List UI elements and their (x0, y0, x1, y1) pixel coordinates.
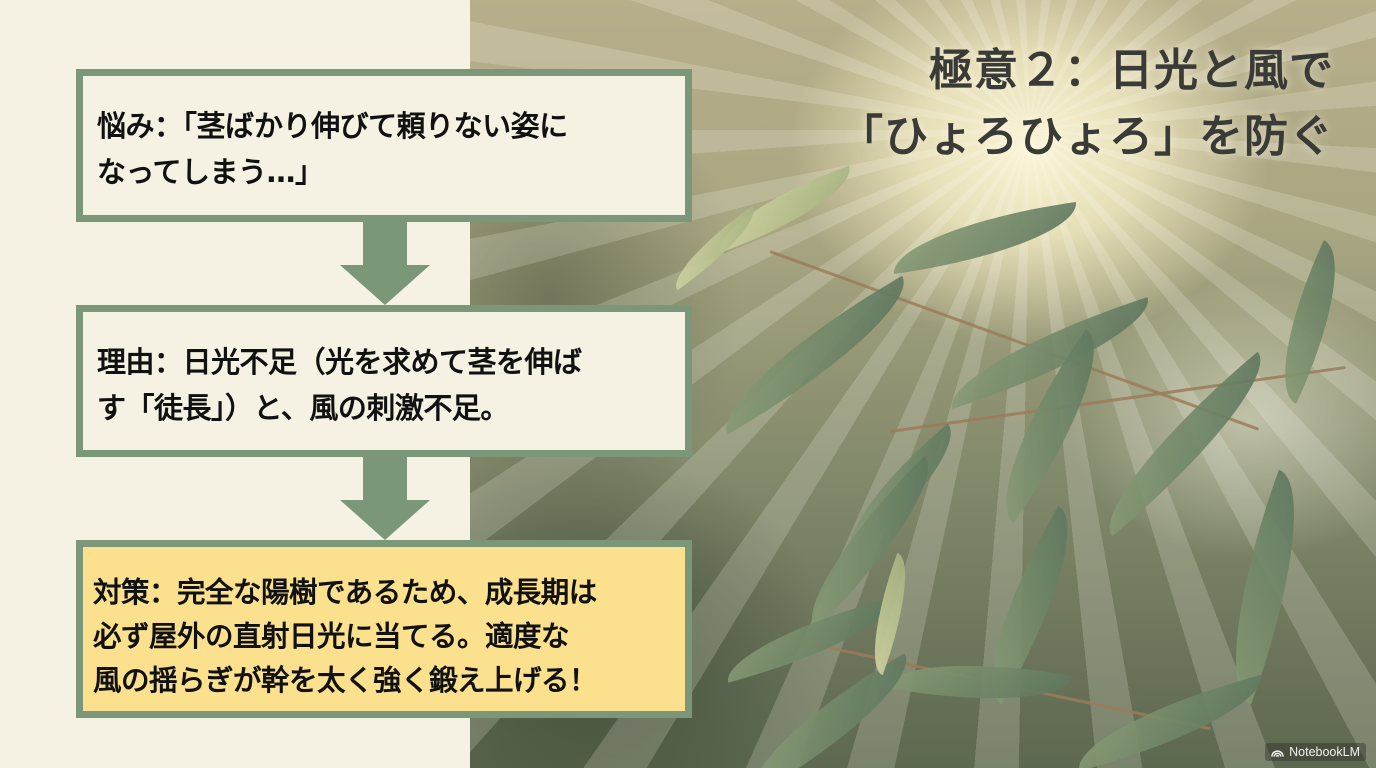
solution-text-line-1: 対策：完全な陽樹であるため、成長期は (93, 576, 597, 609)
reason-text-line-1: 理由：日光不足（光を求めて茎を伸ば (97, 345, 582, 379)
reason-text-line-2: す「徒長」）と、風の刺激不足。 (97, 391, 509, 425)
problem-text-line-2: なってしまう…」 (97, 155, 324, 189)
notebooklm-logo-icon (1271, 750, 1284, 757)
reason-box: 理由：日光不足（光を求めて茎を伸ば す「徒長」）と、風の刺激不足。 (76, 305, 692, 457)
arrow-down-icon (340, 222, 430, 305)
problem-text-line-1: 悩み：「茎ばかり伸びて頼りない姿に (97, 109, 568, 143)
solution-text-line-2: 必ず屋外の直射日光に当てる。適度な (93, 620, 570, 653)
title-line-2: 「ひょろひょろ」を防ぐ (839, 111, 1334, 162)
watermark-label: NotebookLM (1289, 745, 1360, 759)
title-line-1: 極意２：日光と風で (929, 45, 1334, 96)
problem-box: 悩み：「茎ばかり伸びて頼りない姿に なってしまう…」 (76, 69, 692, 222)
notebooklm-watermark: NotebookLM (1265, 743, 1366, 761)
arrow-down-icon (340, 457, 430, 540)
slide-title: 極意２：日光と風で 「ひょろひょろ」を防ぐ (839, 38, 1334, 170)
solution-box: 対策：完全な陽樹であるため、成長期は 必ず屋外の直射日光に当てる。適度な 風の揺… (76, 540, 692, 718)
solution-text-line-3: 風の揺らぎが幹を太く強く鍛え上げる！ (93, 664, 598, 697)
